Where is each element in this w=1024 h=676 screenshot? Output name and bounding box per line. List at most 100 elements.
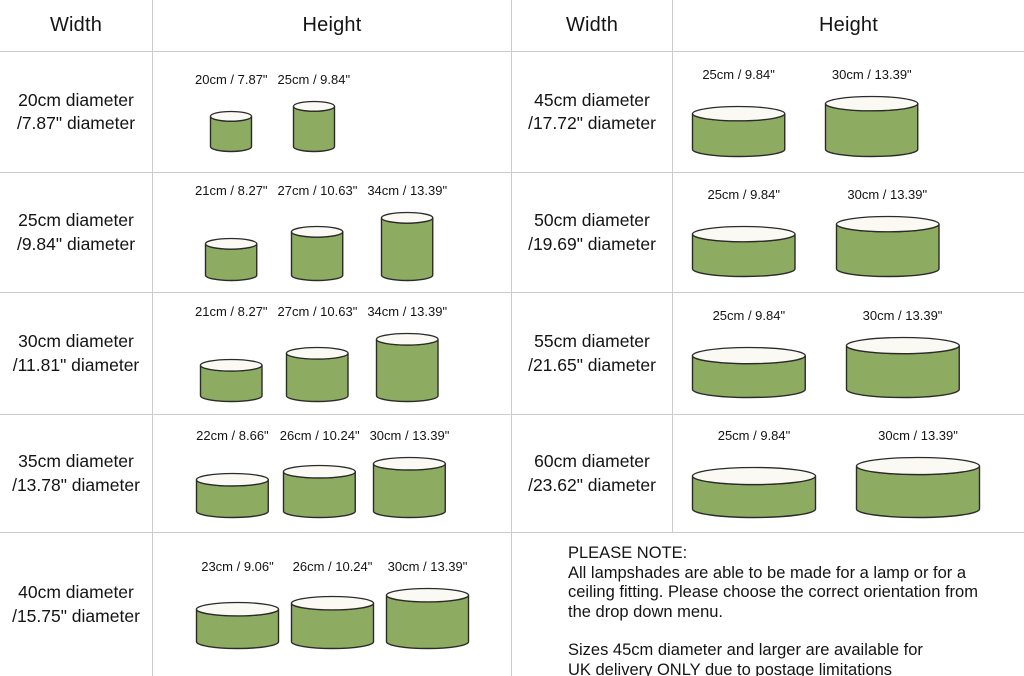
width-cell-60cm-diameter: 60cm diameter/23.62" diameter [512,415,673,533]
width-cell-40cm-diameter: 40cm diameter/15.75" diameter [0,533,153,676]
shade-height-label: 23cm / 9.06" [201,559,274,574]
width-label-line1: 20cm diameter [18,89,134,110]
lampshade-size-option: 34cm / 13.39" [367,304,447,403]
height-cell-for-55cm-diameter: 25cm / 9.84" 30cm / 13.39" [673,293,1024,415]
lampshade-size-option: 21cm / 8.27" [195,304,268,403]
width-label-line2: /9.84" diameter [16,233,136,254]
header-height-right: Height [673,0,1024,52]
width-label-line1: 60cm diameter [534,451,650,471]
shade-height-label: 22cm / 8.66" [196,428,269,443]
width-label-line2: /13.78" diameter [12,474,140,495]
lampshade-cylinder-icon [691,105,786,157]
lampshade-size-option: 30cm / 13.39" [855,428,981,519]
lampshade-cylinder-icon [691,346,806,399]
shade-height-label: 26cm / 10.24" [279,428,360,443]
shade-height-label: 30cm / 13.39" [862,308,943,323]
width-label-line2: /21.65" diameter [528,354,656,375]
lampshade-size-option: 30cm / 13.39" [835,187,941,278]
lampshade-cylinder-icon [210,110,253,152]
lampshade-cylinder-icon [845,336,960,399]
width-label-line1: 35cm diameter [18,451,134,471]
height-cell-for-35cm-diameter: 22cm / 8.66" 26cm / 10.24" 30cm / 13.39" [153,415,512,533]
shade-height-label: 25cm / 9.84" [277,71,351,87]
lampshade-cylinder-icon [824,95,919,157]
lampshade-cylinder-icon [835,215,940,278]
height-cell-for-40cm-diameter: 23cm / 9.06" 26cm / 10.24" 30cm / 13.39" [153,533,512,676]
width-label-line2: /7.87" diameter [16,113,136,133]
header-width-left: Width [0,0,153,52]
header-height-left: Height [153,0,512,52]
shade-row: 25cm / 9.84" 30cm / 13.39" [691,187,940,278]
lampshade-size-option: 30cm / 13.39" [845,308,961,399]
shade-row: 25cm / 9.84" 30cm / 13.39" [691,428,981,519]
shade-row: 21cm / 8.27" 27cm / 10.63" 34cm / 13.39" [195,304,447,403]
lampshade-size-option: 22cm / 8.66" [195,428,270,519]
lampshade-size-option: 30cm / 13.39" [385,559,470,650]
width-cell-20cm-diameter: 20cm diameter/7.87" diameter [0,52,153,173]
lampshade-size-option: 30cm / 13.39" [370,428,449,519]
width-label-line1: 25cm diameter [18,210,134,230]
width-cell-55cm-diameter: 55cm diameter/21.65" diameter [512,293,673,415]
shade-height-label: 21cm / 8.27" [195,183,268,198]
width-cell-35cm-diameter: 35cm diameter/13.78" diameter [0,415,153,533]
width-label-line1: 45cm diameter [534,89,650,110]
lampshade-size-option: 25cm / 9.84" [277,71,351,153]
lampshade-cylinder-icon [195,472,269,519]
height-cell-for-60cm-diameter: 25cm / 9.84" 30cm / 13.39" [673,415,1024,533]
lampshade-size-option: 26cm / 10.24" [290,559,375,650]
width-cell-50cm-diameter: 50cm diameter/19.69" diameter [512,173,673,293]
lampshade-size-option: 27cm / 10.63" [278,183,357,282]
shade-height-label: 34cm / 13.39" [367,183,448,198]
shade-row: 23cm / 9.06" 26cm / 10.24" 30cm / 13.39" [195,559,470,650]
lampshade-cylinder-icon [292,100,336,152]
height-cell-for-45cm-diameter: 25cm / 9.84" 30cm / 13.39" [673,52,1024,173]
height-cell-for-20cm-diameter: 20cm / 7.87" 25cm / 9.84" [153,52,512,173]
width-label-line2: /15.75" diameter [12,605,140,626]
lampshade-cylinder-icon [380,211,434,282]
lampshade-size-option: 27cm / 10.63" [278,304,357,403]
shade-height-label: 30cm / 13.39" [831,66,912,82]
lampshade-cylinder-icon [204,237,258,282]
lampshade-cylinder-icon [372,456,447,519]
lampshade-size-option: 25cm / 9.84" [691,428,817,519]
width-label-line2: /23.62" diameter [528,474,656,495]
shade-row: 20cm / 7.87" 25cm / 9.84" [195,72,350,153]
width-label-line2: /11.81" diameter [12,354,140,375]
lampshade-cylinder-icon [855,456,981,519]
width-cell-30cm-diameter: 30cm diameter/11.81" diameter [0,293,153,415]
shade-row: 25cm / 9.84" 30cm / 13.39" [691,67,919,158]
lampshade-size-option: 25cm / 9.84" [691,67,786,158]
lampshade-size-option: 26cm / 10.24" [280,428,360,519]
lampshade-size-option: 34cm / 13.39" [367,183,447,282]
note-paragraph-1: All lampshades are able to be made for a… [568,563,978,621]
lampshade-size-option: 25cm / 9.84" [691,308,807,399]
lampshade-cylinder-icon [285,346,349,403]
width-cell-45cm-diameter: 45cm diameter/17.72" diameter [512,52,673,173]
shade-row: 22cm / 8.66" 26cm / 10.24" 30cm / 13.39" [195,428,449,519]
note: PLEASE NOTE: All lampshades are able to … [512,533,1024,676]
lampshade-size-option: 30cm / 13.39" [824,67,919,158]
width-label-line2: /17.72" diameter [528,113,656,133]
width-label-line2: /19.69" diameter [528,233,656,254]
shade-height-label: 25cm / 9.84" [702,66,775,82]
shade-height-label: 26cm / 10.24" [292,559,373,574]
shade-height-label: 30cm / 13.39" [878,428,958,443]
lampshade-size-option: 20cm / 7.87" [195,72,268,153]
note-paragraph-2: Sizes 45cm diameter and larger are avail… [568,641,923,676]
shade-height-label: 34cm / 13.39" [367,304,448,319]
lampshade-cylinder-icon [691,466,817,519]
lampshade-cylinder-icon [290,595,375,650]
lampshade-size-option: 23cm / 9.06" [195,559,280,650]
height-cell-for-30cm-diameter: 21cm / 8.27" 27cm / 10.63" 34cm / 13.39" [153,293,512,415]
width-label-line1: 55cm diameter [534,331,650,351]
shade-height-label: 25cm / 9.84" [707,187,781,202]
shade-row: 25cm / 9.84" 30cm / 13.39" [691,308,960,399]
shade-height-label: 20cm / 7.87" [195,71,268,87]
shade-height-label: 21cm / 8.27" [195,304,268,319]
lampshade-cylinder-icon [199,358,263,403]
lampshade-cylinder-icon [291,225,344,282]
shade-height-label: 25cm / 9.84" [717,428,791,443]
height-cell-for-25cm-diameter: 21cm / 8.27" 27cm / 10.63" 34cm / 13.39" [153,173,512,293]
